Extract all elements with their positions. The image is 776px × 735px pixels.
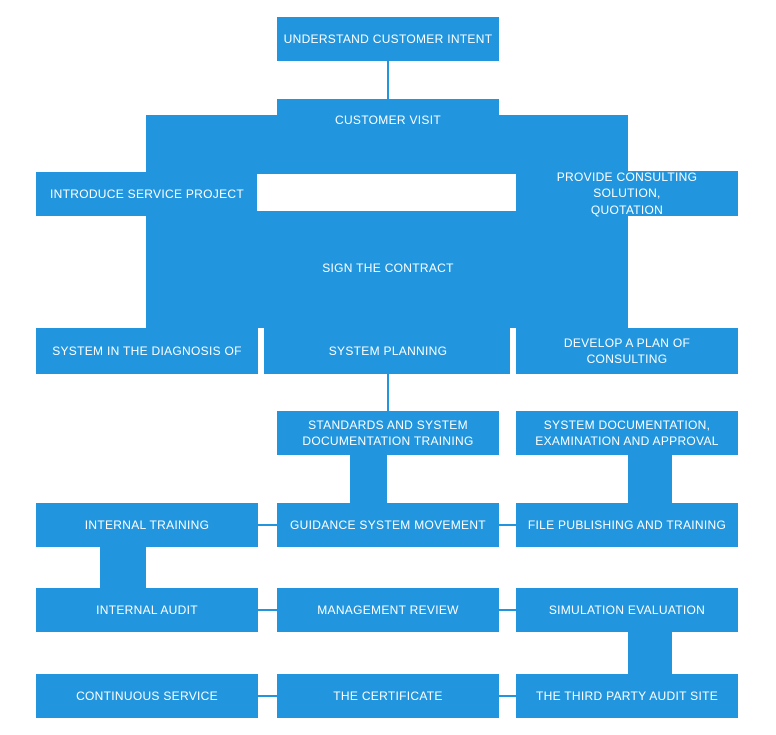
shape-file-publishing-box bbox=[516, 503, 738, 547]
node-label: FILE PUBLISHING AND TRAINING bbox=[527, 517, 727, 532]
node-label: INTERNAL TRAINING bbox=[84, 517, 210, 532]
shape-system-diagnosis-box bbox=[36, 328, 258, 374]
shape-the-certificate-box bbox=[277, 674, 499, 718]
shape-internal-training-box bbox=[36, 503, 258, 547]
node-label: MANAGEMENT REVIEW bbox=[317, 602, 459, 617]
shape-guidance-system-box bbox=[277, 503, 499, 547]
node-label: SYSTEM PLANNING bbox=[328, 343, 448, 358]
connector-intent-to-visit bbox=[387, 61, 389, 99]
node-label: SIMULATION EVALUATION bbox=[548, 602, 706, 617]
shape-system-documentation-box bbox=[516, 411, 738, 455]
shape-system-planning-box bbox=[264, 328, 510, 374]
connector-guidance-to-file-publishing bbox=[499, 524, 516, 526]
node-internal-training[interactable]: INTERNAL TRAINING bbox=[36, 503, 258, 547]
node-understand-customer-intent[interactable]: UNDERSTAND CUSTOMER INTENT bbox=[277, 17, 499, 61]
shape-simulation-evaluation-box bbox=[516, 588, 738, 632]
node-develop-a-plan-of-consulting[interactable]: DEVELOP A PLAN OF CONSULTING bbox=[516, 328, 738, 374]
node-management-review[interactable]: MANAGEMENT REVIEW bbox=[277, 588, 499, 632]
node-system-planning[interactable]: SYSTEM PLANNING bbox=[277, 328, 499, 374]
node-label: CUSTOMER VISIT bbox=[335, 112, 441, 127]
shape-internal-audit-box bbox=[36, 588, 258, 632]
shape-management-review-box bbox=[277, 588, 499, 632]
node-internal-audit[interactable]: INTERNAL AUDIT bbox=[36, 588, 258, 632]
node-guidance-system-movement[interactable]: GUIDANCE SYSTEM MOVEMENT bbox=[277, 503, 499, 547]
empty-node-knockout bbox=[257, 174, 516, 211]
node-customer-visit[interactable]: CUSTOMER VISIT bbox=[277, 99, 499, 141]
node-label: GUIDANCE SYSTEM MOVEMENT bbox=[290, 517, 486, 532]
shape-standards-training-box bbox=[277, 411, 499, 455]
node-introduce-service-project[interactable]: INTRODUCE SERVICE PROJECT bbox=[36, 172, 258, 216]
shape-introduce-service-project-box bbox=[36, 172, 146, 216]
shape-third-party-audit-box bbox=[516, 674, 738, 718]
node-label: STANDARDS AND SYSTEM DOCUMENTATION TRAIN… bbox=[302, 417, 474, 448]
node-continuous-service[interactable]: CONTINUOUS SERVICE bbox=[36, 674, 258, 718]
node-the-certificate[interactable]: THE CERTIFICATE bbox=[277, 674, 499, 718]
node-label: PROVIDE CONSULTING SOLUTION, QUOTATION bbox=[556, 170, 698, 217]
node-label: THE THIRD PARTY AUDIT SITE bbox=[535, 688, 719, 703]
node-sign-the-contract[interactable]: SIGN THE CONTRACT bbox=[277, 247, 499, 289]
node-label: SYSTEM IN THE DIAGNOSIS OF bbox=[52, 343, 242, 358]
node-empty[interactable] bbox=[257, 174, 516, 211]
node-file-publishing-and-training[interactable]: FILE PUBLISHING AND TRAINING bbox=[516, 503, 738, 547]
shape-bar-simulation-to-third-party bbox=[628, 632, 672, 674]
connector-audit-to-review bbox=[258, 609, 277, 611]
shape-continuous-service-box bbox=[36, 674, 258, 718]
shape-bar-internal-training-to-audit bbox=[100, 547, 146, 588]
node-standards-and-system-documentation-training[interactable]: STANDARDS AND SYSTEM DOCUMENTATION TRAIN… bbox=[277, 411, 499, 455]
node-provide-consulting-solution-quotation[interactable]: PROVIDE CONSULTING SOLUTION, QUOTATION bbox=[516, 170, 738, 217]
node-the-third-party-audit-site[interactable]: THE THIRD PARTY AUDIT SITE bbox=[516, 674, 738, 718]
connector-certificate-to-third-party bbox=[499, 695, 516, 697]
node-label: SYSTEM DOCUMENTATION, EXAMINATION AND AP… bbox=[535, 417, 719, 448]
node-label: THE CERTIFICATE bbox=[333, 688, 443, 703]
connector-planning-to-standards bbox=[387, 374, 389, 411]
node-simulation-evaluation[interactable]: SIMULATION EVALUATION bbox=[516, 588, 738, 632]
node-label: DEVELOP A PLAN OF CONSULTING bbox=[563, 335, 691, 366]
node-label: INTRODUCE SERVICE PROJECT bbox=[50, 186, 244, 201]
shape-center-merged-mass bbox=[146, 115, 628, 328]
node-system-documentation-examination-and-approval[interactable]: SYSTEM DOCUMENTATION, EXAMINATION AND AP… bbox=[516, 411, 738, 455]
node-label: UNDERSTAND CUSTOMER INTENT bbox=[283, 31, 493, 46]
node-label: SIGN THE CONTRACT bbox=[322, 260, 454, 275]
connector-continuous-to-certificate bbox=[258, 695, 277, 697]
shape-develop-plan-box bbox=[516, 328, 738, 374]
node-label: INTERNAL AUDIT bbox=[96, 602, 198, 617]
node-label: CONTINUOUS SERVICE bbox=[76, 688, 218, 703]
connector-internal-training-to-guidance bbox=[258, 524, 277, 526]
node-system-in-the-diagnosis-of[interactable]: SYSTEM IN THE DIAGNOSIS OF bbox=[36, 328, 258, 374]
connector-review-to-simulation bbox=[499, 609, 516, 611]
shape-provide-consulting-box bbox=[628, 171, 738, 216]
